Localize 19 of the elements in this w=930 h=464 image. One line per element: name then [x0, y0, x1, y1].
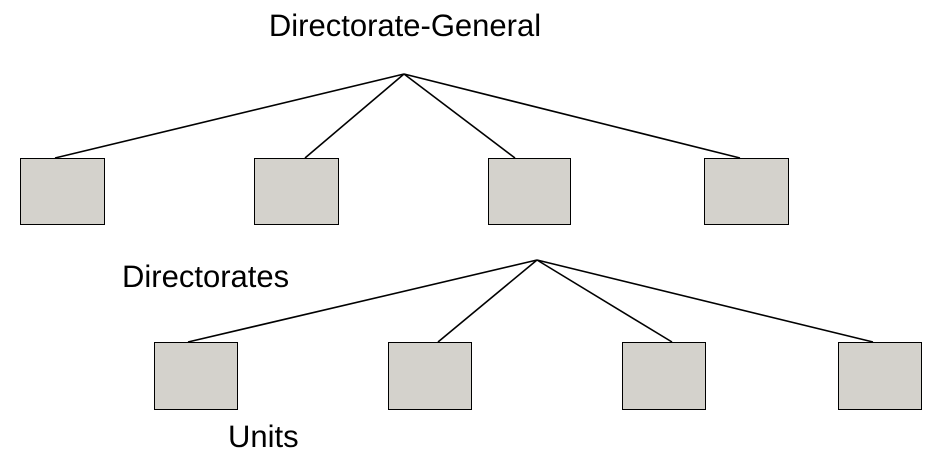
org-unit-box [838, 342, 922, 410]
connector-line [437, 259, 538, 343]
connector-line [404, 73, 516, 159]
level-label: Units [228, 419, 299, 455]
org-unit-box [488, 158, 571, 225]
connector-line [536, 259, 672, 343]
connector-line [188, 259, 538, 343]
level-label: Directorates [122, 259, 290, 295]
connector-line [536, 259, 874, 343]
org-unit-box [704, 158, 789, 225]
node-title: Directorate-General [268, 8, 542, 43]
connector-line [54, 73, 404, 159]
org-unit-box [388, 342, 472, 410]
org-unit-box [154, 342, 238, 410]
connector-line [404, 73, 740, 159]
org-unit-box [254, 158, 339, 225]
org-unit-box [622, 342, 706, 410]
connector-line [304, 73, 405, 159]
org-unit-box [20, 158, 105, 225]
